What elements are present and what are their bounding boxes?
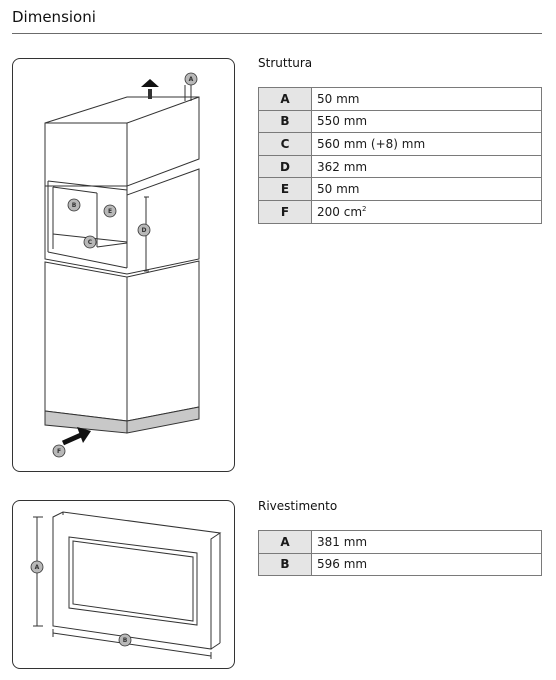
marker-label: C — [88, 239, 93, 246]
unit-superscript: 2 — [362, 204, 367, 213]
cladding-table: A 381 mm B 596 mm — [258, 530, 542, 577]
table-row: A 381 mm — [258, 530, 542, 554]
dimension-value: 596 mm — [311, 552, 542, 577]
diagram-marker: F — [52, 444, 66, 458]
diagram-marker: A — [30, 560, 44, 574]
dimension-value: 550 mm — [311, 109, 542, 134]
table-row: F 200 cm2 — [258, 199, 542, 224]
structure-diagram: A B C D E F — [12, 58, 235, 472]
diagram-marker: A — [184, 72, 198, 86]
dimension-key: B — [258, 109, 312, 134]
area-value: 200 cm — [317, 204, 363, 219]
marker-label: A — [35, 564, 40, 571]
dimension-value: 200 cm2 — [311, 199, 542, 224]
dimension-value: 50 mm — [311, 87, 542, 111]
dimension-key: D — [258, 154, 312, 179]
dimension-value: 560 mm (+8) mm — [311, 132, 542, 156]
dimension-value: 381 mm — [311, 530, 542, 554]
dimension-key: B — [258, 552, 312, 577]
dimension-key: A — [258, 87, 312, 111]
section-heading-structure: Struttura — [258, 56, 313, 70]
table-row: E 50 mm — [258, 177, 542, 201]
diagram-marker: B — [67, 198, 81, 212]
table-row: B 550 mm — [258, 109, 542, 134]
table-row: B 596 mm — [258, 552, 542, 577]
dimension-value: 362 mm — [311, 154, 542, 179]
marker-label: B — [72, 202, 77, 209]
cladding-diagram: A B — [12, 500, 235, 669]
dimension-key: C — [258, 132, 312, 156]
dimension-key: A — [258, 530, 312, 554]
marker-label: D — [142, 227, 147, 234]
marker-label: B — [123, 637, 128, 644]
diagram-marker: B — [118, 633, 132, 647]
table-row: A 50 mm — [258, 87, 542, 111]
diagram-marker: C — [83, 235, 97, 249]
diagram-marker: E — [103, 204, 117, 218]
dimension-key: F — [258, 199, 312, 224]
dimension-value: 50 mm — [311, 177, 542, 201]
page-title: Dimensioni — [12, 8, 96, 26]
marker-label: F — [57, 448, 61, 455]
structure-table: A 50 mm B 550 mm C 560 mm (+8) mm D 362 … — [258, 87, 542, 224]
title-divider — [12, 33, 542, 34]
diagram-marker: D — [137, 223, 151, 237]
frame-illustration: A B — [30, 511, 222, 659]
marker-label: A — [189, 76, 194, 83]
table-row: C 560 mm (+8) mm — [258, 132, 542, 156]
dimension-key: E — [258, 177, 312, 201]
cabinet-illustration: A B C D E F — [44, 72, 200, 458]
section-heading-cladding: Rivestimento — [258, 499, 338, 513]
marker-label: E — [108, 208, 112, 215]
table-row: D 362 mm — [258, 154, 542, 179]
